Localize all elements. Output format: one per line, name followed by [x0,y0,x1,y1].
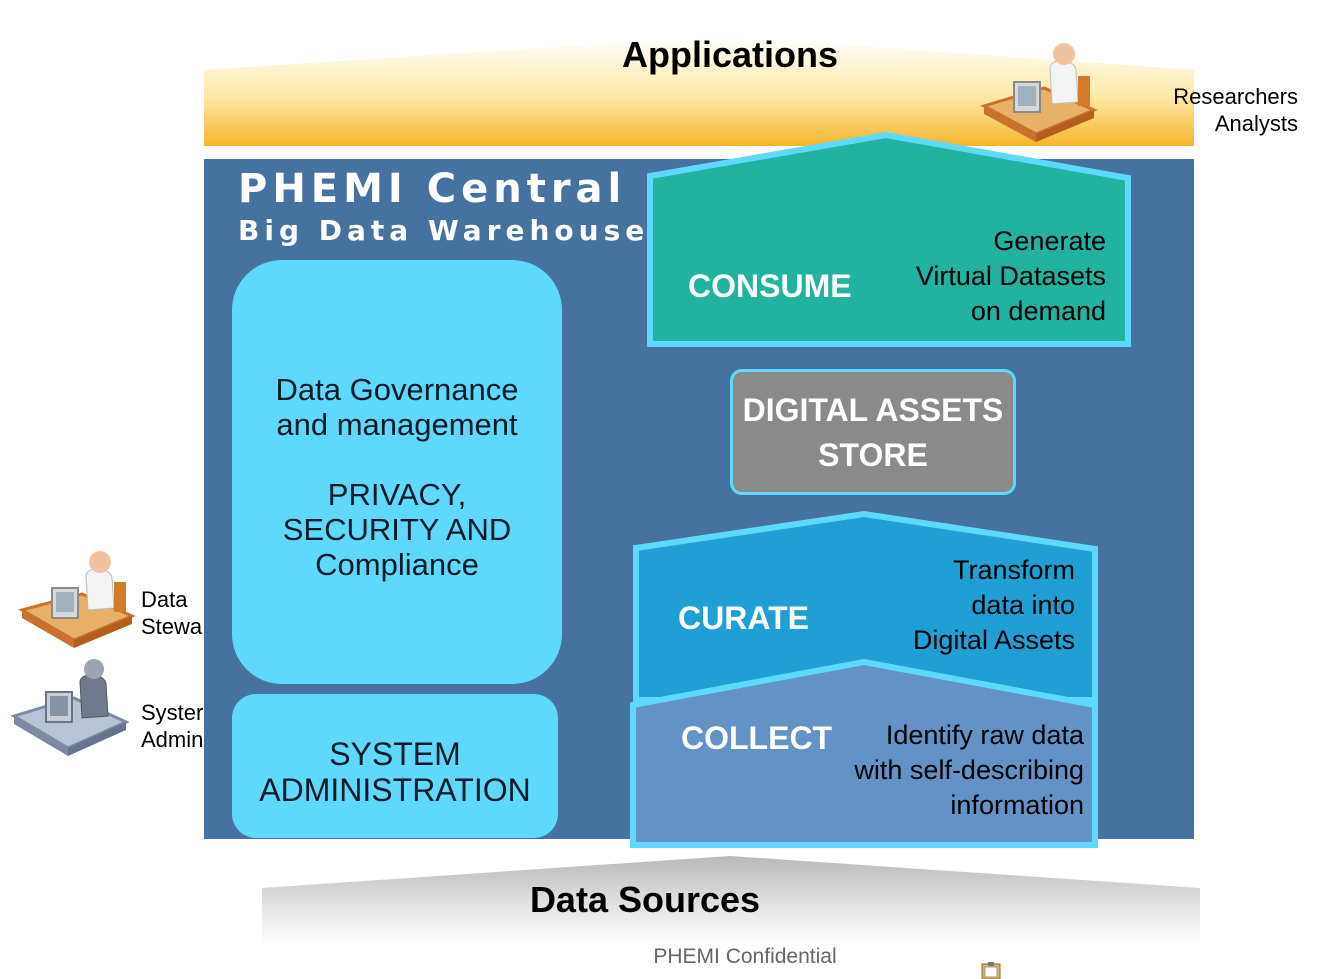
person-at-desk-icon [980,43,1098,142]
person-at-desk-icon [18,551,136,648]
applications-title: Applications [621,34,839,75]
role-data-steward-line2: Stewa [141,614,203,639]
platform-subtitle: Big Data Warehouse [238,214,650,247]
curate-desc-line1: Transform [952,555,1075,585]
role-researchers-line1: Researchers [1173,84,1298,109]
governance-line1: Data Governance [275,372,519,407]
applications-band [204,36,1194,146]
governance-line3: PRIVACY, [327,477,467,512]
governance-line2: and management [276,407,518,442]
platform-title: PHEMI Central [238,166,627,212]
clipboard-icon[interactable] [980,962,1002,979]
governance-line4: SECURITY AND [282,512,512,547]
role-system-admin-line1: Syster [141,700,204,725]
curate-shape [633,510,1098,703]
data-sources-band [262,856,1200,945]
collect-desc-line1: Identify raw data [885,720,1084,750]
consume-desc-line2: Virtual Datasets [915,261,1106,291]
consume-shape [647,131,1131,347]
system-administration-line1: SYSTEM [329,736,461,772]
consume-label: CONSUME [688,268,852,304]
collect-shape [630,658,1098,848]
collect-desc-line3: information [950,790,1084,820]
curate-label: CURATE [678,600,809,636]
role-researchers: Researchers Analysts [1120,83,1298,137]
collect-desc-line2: with self-describing [854,755,1084,785]
digital-assets-store-line1: DIGITAL ASSETS [742,392,1004,428]
system-administration-box: SYSTEM ADMINISTRATION [232,694,558,838]
curate-description: Transform data into Digital Assets [830,553,1075,658]
consume-desc-line1: Generate [993,226,1106,256]
consume-desc-line3: on demand [970,296,1106,326]
role-system-admin-line2: Admin [141,727,204,752]
digital-assets-store-box: DIGITAL ASSETS STORE [730,369,1016,495]
consume-description: Generate Virtual Datasets on demand [860,224,1106,329]
governance-box: Data Governance and management PRIVACY, … [232,260,562,684]
person-at-desk-icon [10,659,130,756]
system-administration-line2: ADMINISTRATION [259,772,531,808]
role-data-steward: Data Stewa [141,586,202,640]
collect-label: COLLECT [681,720,833,756]
digital-assets-store-line2: STORE [818,437,928,473]
role-system-admin: Syster Admin [141,699,203,753]
left-roles-area: Data Stewa Syster Admin [0,0,204,979]
curate-desc-line3: Digital Assets [912,625,1075,655]
collect-description: Identify raw data with self-describing i… [820,718,1084,823]
curate-desc-line2: data into [971,590,1075,620]
footer-confidential: PHEMI Confidential [653,945,837,968]
role-researchers-line2: Analysts [1214,111,1298,136]
role-data-steward-line1: Data [141,587,188,612]
data-sources-title: Data Sources [529,879,761,920]
governance-line5: Compliance [315,547,479,582]
